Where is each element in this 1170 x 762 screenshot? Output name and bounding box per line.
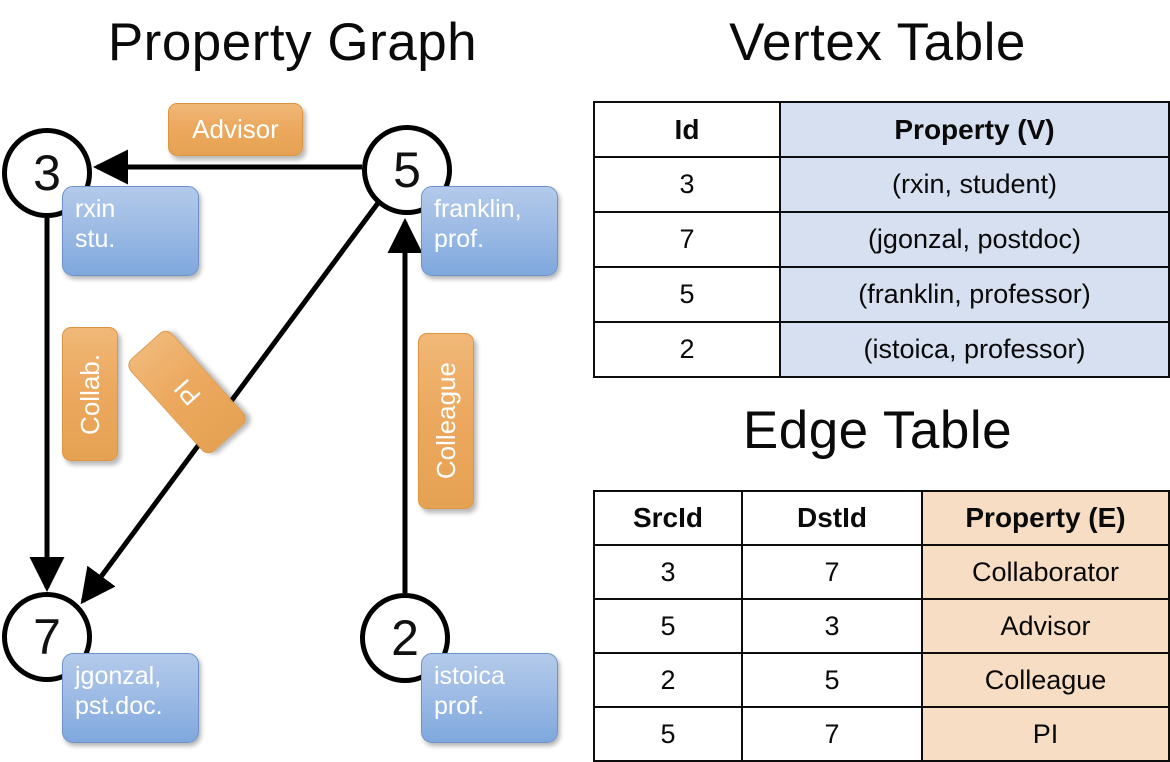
edge-dst-cell: 3	[741, 598, 923, 654]
edge-property-cell: PI	[921, 706, 1170, 762]
edge-dst-cell: 7	[741, 706, 923, 762]
vertex-table: Id Property (V) 3 (rxin, student) 7 (jgo…	[593, 101, 1170, 378]
vertex-id-cell: 3	[593, 156, 781, 213]
graph-node-3-label: 3	[33, 145, 61, 201]
graph-node-5-label: 5	[393, 142, 421, 198]
page-title-edge-table: Edge Table	[742, 401, 1013, 460]
vertex-property-cell: (rxin, student)	[779, 156, 1170, 213]
edge-src-cell: 5	[593, 598, 743, 654]
edge-src-cell: 5	[593, 706, 743, 762]
vertex-property-cell: (franklin, professor)	[779, 266, 1170, 323]
vertex-id-cell: 7	[593, 211, 781, 268]
edge-dst-cell: 5	[741, 652, 923, 708]
edge-table-header-srcid: SrcId	[593, 490, 743, 546]
node-property-line: jgonzal,	[75, 662, 162, 690]
table-row[interactable]: 5 (franklin, professor)	[593, 266, 1170, 323]
node-property-line: rxin	[75, 195, 116, 223]
edge-table-header-row: SrcId DstId Property (E)	[593, 490, 1170, 546]
node-property-box-franklin: franklin, prof.	[421, 186, 558, 276]
edge-property-cell: Colleague	[921, 652, 1170, 708]
edge-src-cell: 3	[593, 544, 743, 600]
node-property-box-istoica: istoica prof.	[421, 653, 558, 743]
edge-property-cell: Advisor	[921, 598, 1170, 654]
node-property-line: istoica	[434, 662, 505, 690]
node-property-box-jgonzal: jgonzal, pst.doc.	[62, 653, 199, 743]
edge-table-header-dstid: DstId	[741, 490, 923, 546]
graph-node-5[interactable]: 5	[362, 125, 452, 215]
edge-src-cell: 2	[593, 652, 743, 708]
node-property-line: pst.doc.	[75, 691, 163, 720]
edge-label-pi-text: PI	[167, 373, 206, 412]
node-property-line: stu.	[75, 224, 116, 253]
vertex-property-cell: (istoica, professor)	[779, 321, 1170, 378]
table-row[interactable]: 7 (jgonzal, postdoc)	[593, 211, 1170, 268]
table-row[interactable]: 3 (rxin, student)	[593, 156, 1170, 213]
vertex-table-header-row: Id Property (V)	[593, 101, 1170, 158]
vertex-table-header-id: Id	[593, 101, 781, 158]
node-property-box-rxin: rxin stu.	[62, 186, 199, 276]
vertex-id-cell: 5	[593, 266, 781, 323]
vertex-table-header-property: Property (V)	[779, 101, 1170, 158]
edge-label-advisor-text: Advisor	[192, 114, 279, 144]
edge-table: SrcId DstId Property (E) 3 7 Collaborato…	[593, 490, 1170, 762]
table-row[interactable]: 5 3 Advisor	[593, 598, 1170, 654]
vertex-id-cell: 2	[593, 321, 781, 378]
property-graph-diagram: 3 5 7 2 rxin stu. franklin, prof. jgonza…	[0, 0, 585, 760]
edge-label-advisor: Advisor	[168, 103, 303, 156]
edge-table-header-property: Property (E)	[921, 490, 1170, 546]
graph-node-2-label: 2	[391, 610, 419, 666]
graph-node-2[interactable]: 2	[360, 593, 450, 683]
table-row[interactable]: 3 7 Collaborator	[593, 544, 1170, 600]
table-row[interactable]: 2 (istoica, professor)	[593, 321, 1170, 378]
edge-label-colleague-text: Colleague	[430, 362, 461, 480]
table-row[interactable]: 5 7 PI	[593, 706, 1170, 762]
node-property-line: franklin,	[434, 195, 522, 223]
edge-dst-cell: 7	[741, 544, 923, 600]
table-row[interactable]: 2 5 Colleague	[593, 652, 1170, 708]
graph-node-7-label: 7	[33, 609, 61, 665]
node-property-line: prof.	[434, 691, 485, 720]
page-title-vertex-table: Vertex Table	[729, 13, 1026, 72]
edge-property-cell: Collaborator	[921, 544, 1170, 600]
edge-label-colleague: Colleague	[418, 333, 474, 509]
edge-label-collab: Collab.	[62, 327, 118, 461]
page-title-property-graph: Property Graph	[107, 13, 478, 72]
node-property-line: prof.	[434, 224, 485, 253]
edge-label-collab-text: Collab.	[74, 353, 105, 435]
vertex-property-cell: (jgonzal, postdoc)	[779, 211, 1170, 268]
